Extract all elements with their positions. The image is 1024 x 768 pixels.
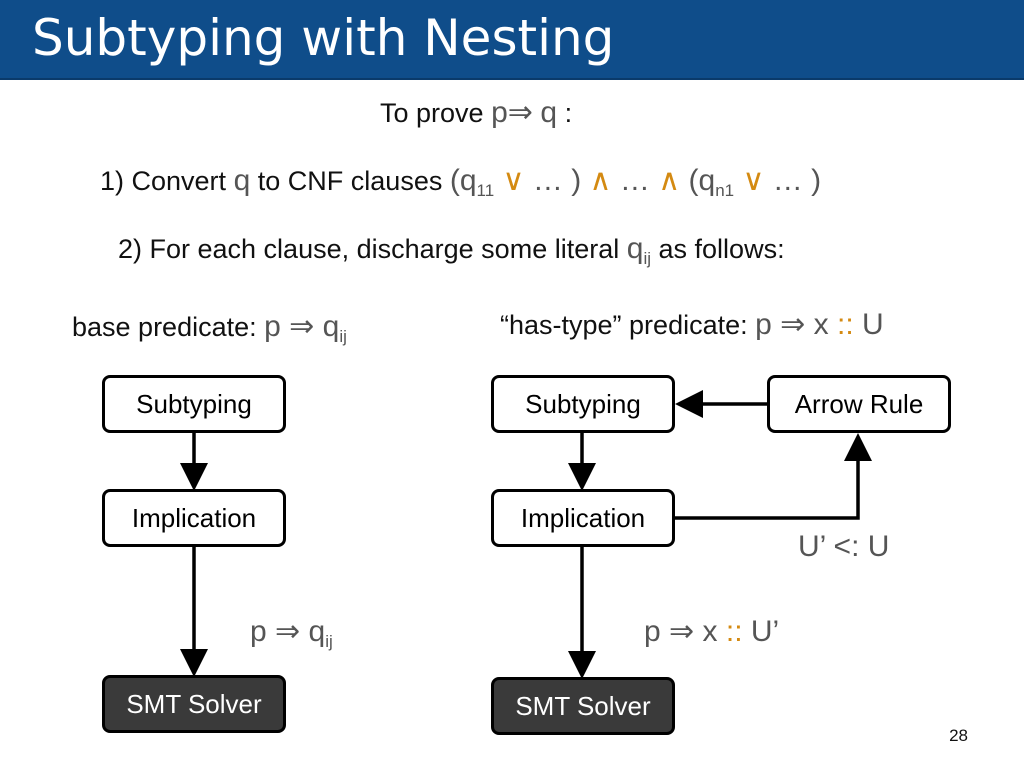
step1-line: 1) Convert q to CNF clauses (q11 ∨ … ) ∧…: [100, 164, 821, 208]
arrow-implication-to-arrowrule: [674, 433, 872, 520]
intro-p: p: [491, 96, 508, 129]
step2-tail: as follows:: [658, 234, 785, 264]
intro-implies: ⇒: [507, 96, 533, 129]
step1-mid: to CNF clauses: [257, 166, 443, 196]
step2-line: 2) For each clause, discharge some liter…: [118, 232, 785, 276]
slide-header: Subtyping with Nesting: [0, 0, 1024, 80]
cnf-formula: (q11 ∨ … ) ∧ … ∧ (qn1 ∨ … ): [449, 164, 822, 200]
left-subtyping-box: Subtyping: [102, 375, 286, 433]
step2-text: 2) For each clause, discharge some liter…: [118, 234, 620, 264]
step1-prefix: 1) Convert: [100, 166, 227, 196]
left-heading-formula: p ⇒ qij: [264, 310, 347, 346]
right-heading-formula: p ⇒ x :: U: [755, 308, 884, 341]
right-heading-text: “has-type” predicate:: [500, 310, 748, 340]
right-smt-box: SMT Solver: [491, 677, 675, 735]
left-smt-box: SMT Solver: [102, 675, 286, 733]
left-edge-label: p ⇒ qij: [250, 615, 333, 651]
page-number: 28: [949, 726, 968, 745]
left-heading-text: base predicate:: [72, 312, 257, 342]
left-heading: base predicate: p ⇒ qij: [72, 310, 347, 354]
intro-line: To prove p⇒ q :: [380, 96, 572, 130]
step2-literal: qij: [626, 232, 651, 268]
right-subtyping-box: Subtyping: [491, 375, 675, 433]
arrow-rule-box: Arrow Rule: [767, 375, 951, 433]
intro-text: To prove: [380, 98, 484, 128]
right-implication-box: Implication: [491, 489, 675, 547]
right-edge-label: p ⇒ x :: U’: [644, 615, 780, 648]
intro-q: q: [540, 96, 558, 129]
step1-q: q: [233, 164, 251, 197]
slide-title: Subtyping with Nesting: [32, 9, 615, 67]
subtype-label: U’ <: U: [798, 530, 890, 563]
right-heading: “has-type” predicate: p ⇒ x :: U: [500, 308, 884, 342]
left-implication-box: Implication: [102, 489, 286, 547]
intro-colon: :: [564, 98, 573, 128]
